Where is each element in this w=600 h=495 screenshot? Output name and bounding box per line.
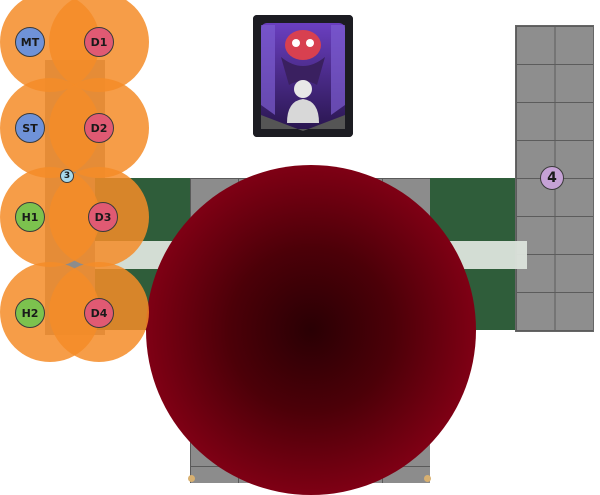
player-d3[interactable]: D3 bbox=[88, 202, 118, 232]
waymark-label: 4 bbox=[547, 170, 557, 186]
boss-debuff-icon bbox=[253, 15, 353, 137]
player-label: ST bbox=[22, 121, 38, 135]
player-label: H2 bbox=[21, 306, 39, 320]
corner-dot bbox=[188, 475, 195, 482]
player-label: MT bbox=[20, 35, 40, 49]
player-label: D4 bbox=[90, 306, 108, 320]
player-label: D1 bbox=[90, 35, 108, 49]
player-st[interactable]: ST bbox=[15, 113, 45, 143]
waymark-3-label: 3 bbox=[63, 171, 71, 181]
player-d4[interactable]: D4 bbox=[84, 298, 114, 328]
waymark-3[interactable]: 3 bbox=[60, 169, 74, 183]
player-label: D2 bbox=[90, 121, 108, 135]
player-h1[interactable]: H1 bbox=[15, 202, 45, 232]
boss-icon-graphic bbox=[253, 15, 353, 137]
waymark-4[interactable]: 4 bbox=[540, 166, 564, 190]
red-aoe-circle bbox=[146, 165, 476, 495]
corner-dot bbox=[424, 475, 431, 482]
player-label: D3 bbox=[94, 210, 112, 224]
player-h2[interactable]: H2 bbox=[15, 298, 45, 328]
player-label: H1 bbox=[21, 210, 39, 224]
player-mt[interactable]: MT bbox=[15, 27, 45, 57]
player-d2[interactable]: D2 bbox=[84, 113, 114, 143]
player-d1[interactable]: D1 bbox=[84, 27, 114, 57]
